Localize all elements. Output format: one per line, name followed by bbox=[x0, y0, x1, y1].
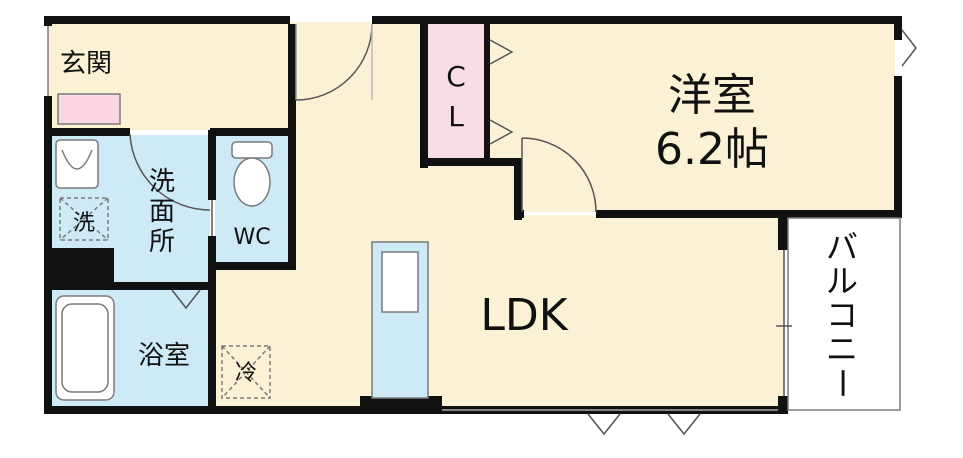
wall-ldk-right-bottom bbox=[778, 396, 788, 414]
wall-left-upper bbox=[44, 16, 52, 26]
wall-closet-left bbox=[420, 20, 428, 168]
window-bottom-2 bbox=[667, 413, 701, 436]
closet-floor bbox=[428, 22, 488, 160]
wall-western-step bbox=[514, 158, 522, 220]
label-closet-l: L bbox=[448, 100, 464, 133]
wall-entrance-right bbox=[288, 24, 296, 134]
wall-closet-bottom bbox=[420, 158, 520, 166]
label-ldk: LDK bbox=[480, 290, 568, 341]
wall-wc-right bbox=[288, 130, 296, 268]
label-western-size: 6.2帖 bbox=[655, 124, 769, 175]
wash-door-swing bbox=[129, 133, 211, 211]
label-balcony-1: バ bbox=[826, 228, 858, 266]
window-right-marker bbox=[901, 29, 917, 67]
closet-door-bottom bbox=[489, 119, 514, 145]
label-toilet: WC bbox=[233, 225, 270, 250]
fixtures-outline bbox=[47, 23, 917, 436]
label-fridge: 冷 bbox=[235, 361, 257, 386]
ldk-floor bbox=[215, 215, 785, 412]
label-balcony-3: コ bbox=[826, 296, 858, 334]
wall-entrance-bottom-r bbox=[210, 128, 294, 136]
label-washroom-2: 面 bbox=[149, 197, 175, 227]
washer-pan bbox=[59, 197, 109, 241]
walls bbox=[44, 16, 902, 414]
wall-western-bottom-l bbox=[514, 210, 524, 218]
room-labels: 玄関 C L 洋室 6.2帖 洗 面 所 洗 WC 浴室 冷 LDK バ ル コ… bbox=[60, 49, 861, 399]
toilet-bowl bbox=[233, 157, 271, 207]
balcony-floor bbox=[788, 218, 900, 410]
shoe-cabinet bbox=[57, 93, 121, 125]
wall-bottom-pillar bbox=[360, 396, 442, 414]
fridge-space bbox=[221, 345, 271, 399]
wall-entrance-bottom bbox=[44, 128, 130, 136]
wall-wc-left-lower bbox=[208, 236, 216, 412]
wall-right-upper bbox=[894, 16, 902, 40]
label-balcony-5: ー bbox=[823, 367, 861, 399]
entrance-door-swing bbox=[295, 23, 373, 101]
wall-wc-bottom bbox=[208, 262, 296, 270]
wall-western-bottom bbox=[596, 210, 900, 218]
label-closet-c: C bbox=[446, 60, 466, 93]
label-washroom-3: 所 bbox=[149, 227, 175, 257]
label-washroom-1: 洗 bbox=[149, 167, 175, 197]
western-room-floor bbox=[490, 22, 895, 212]
wall-right-mid bbox=[894, 76, 902, 218]
toilet-tank bbox=[231, 141, 273, 159]
wall-bath-top bbox=[44, 282, 214, 290]
wall-top-mid bbox=[372, 16, 900, 24]
wall-pillar-left bbox=[44, 248, 114, 288]
bath-door-marker bbox=[171, 289, 201, 310]
label-entrance: 玄関 bbox=[60, 49, 112, 79]
wall-top-left bbox=[44, 16, 290, 24]
label-bathroom: 浴室 bbox=[138, 341, 190, 371]
kitchen-sink bbox=[381, 251, 419, 313]
label-western-room: 洋室 bbox=[668, 70, 756, 121]
wall-wash-right bbox=[208, 130, 216, 200]
closet-door-top bbox=[489, 39, 514, 65]
bathtub bbox=[55, 295, 115, 401]
window-bottom-1 bbox=[587, 413, 621, 436]
label-balcony-4: ニ bbox=[826, 330, 858, 368]
label-balcony-2: ル bbox=[826, 262, 858, 300]
label-washer: 洗 bbox=[73, 211, 95, 236]
balcony-outline bbox=[787, 217, 901, 411]
wall-ldk-right-top bbox=[778, 210, 788, 250]
wash-basin bbox=[55, 139, 99, 189]
wall-closet-right bbox=[484, 20, 490, 160]
western-door-swing bbox=[521, 137, 597, 213]
